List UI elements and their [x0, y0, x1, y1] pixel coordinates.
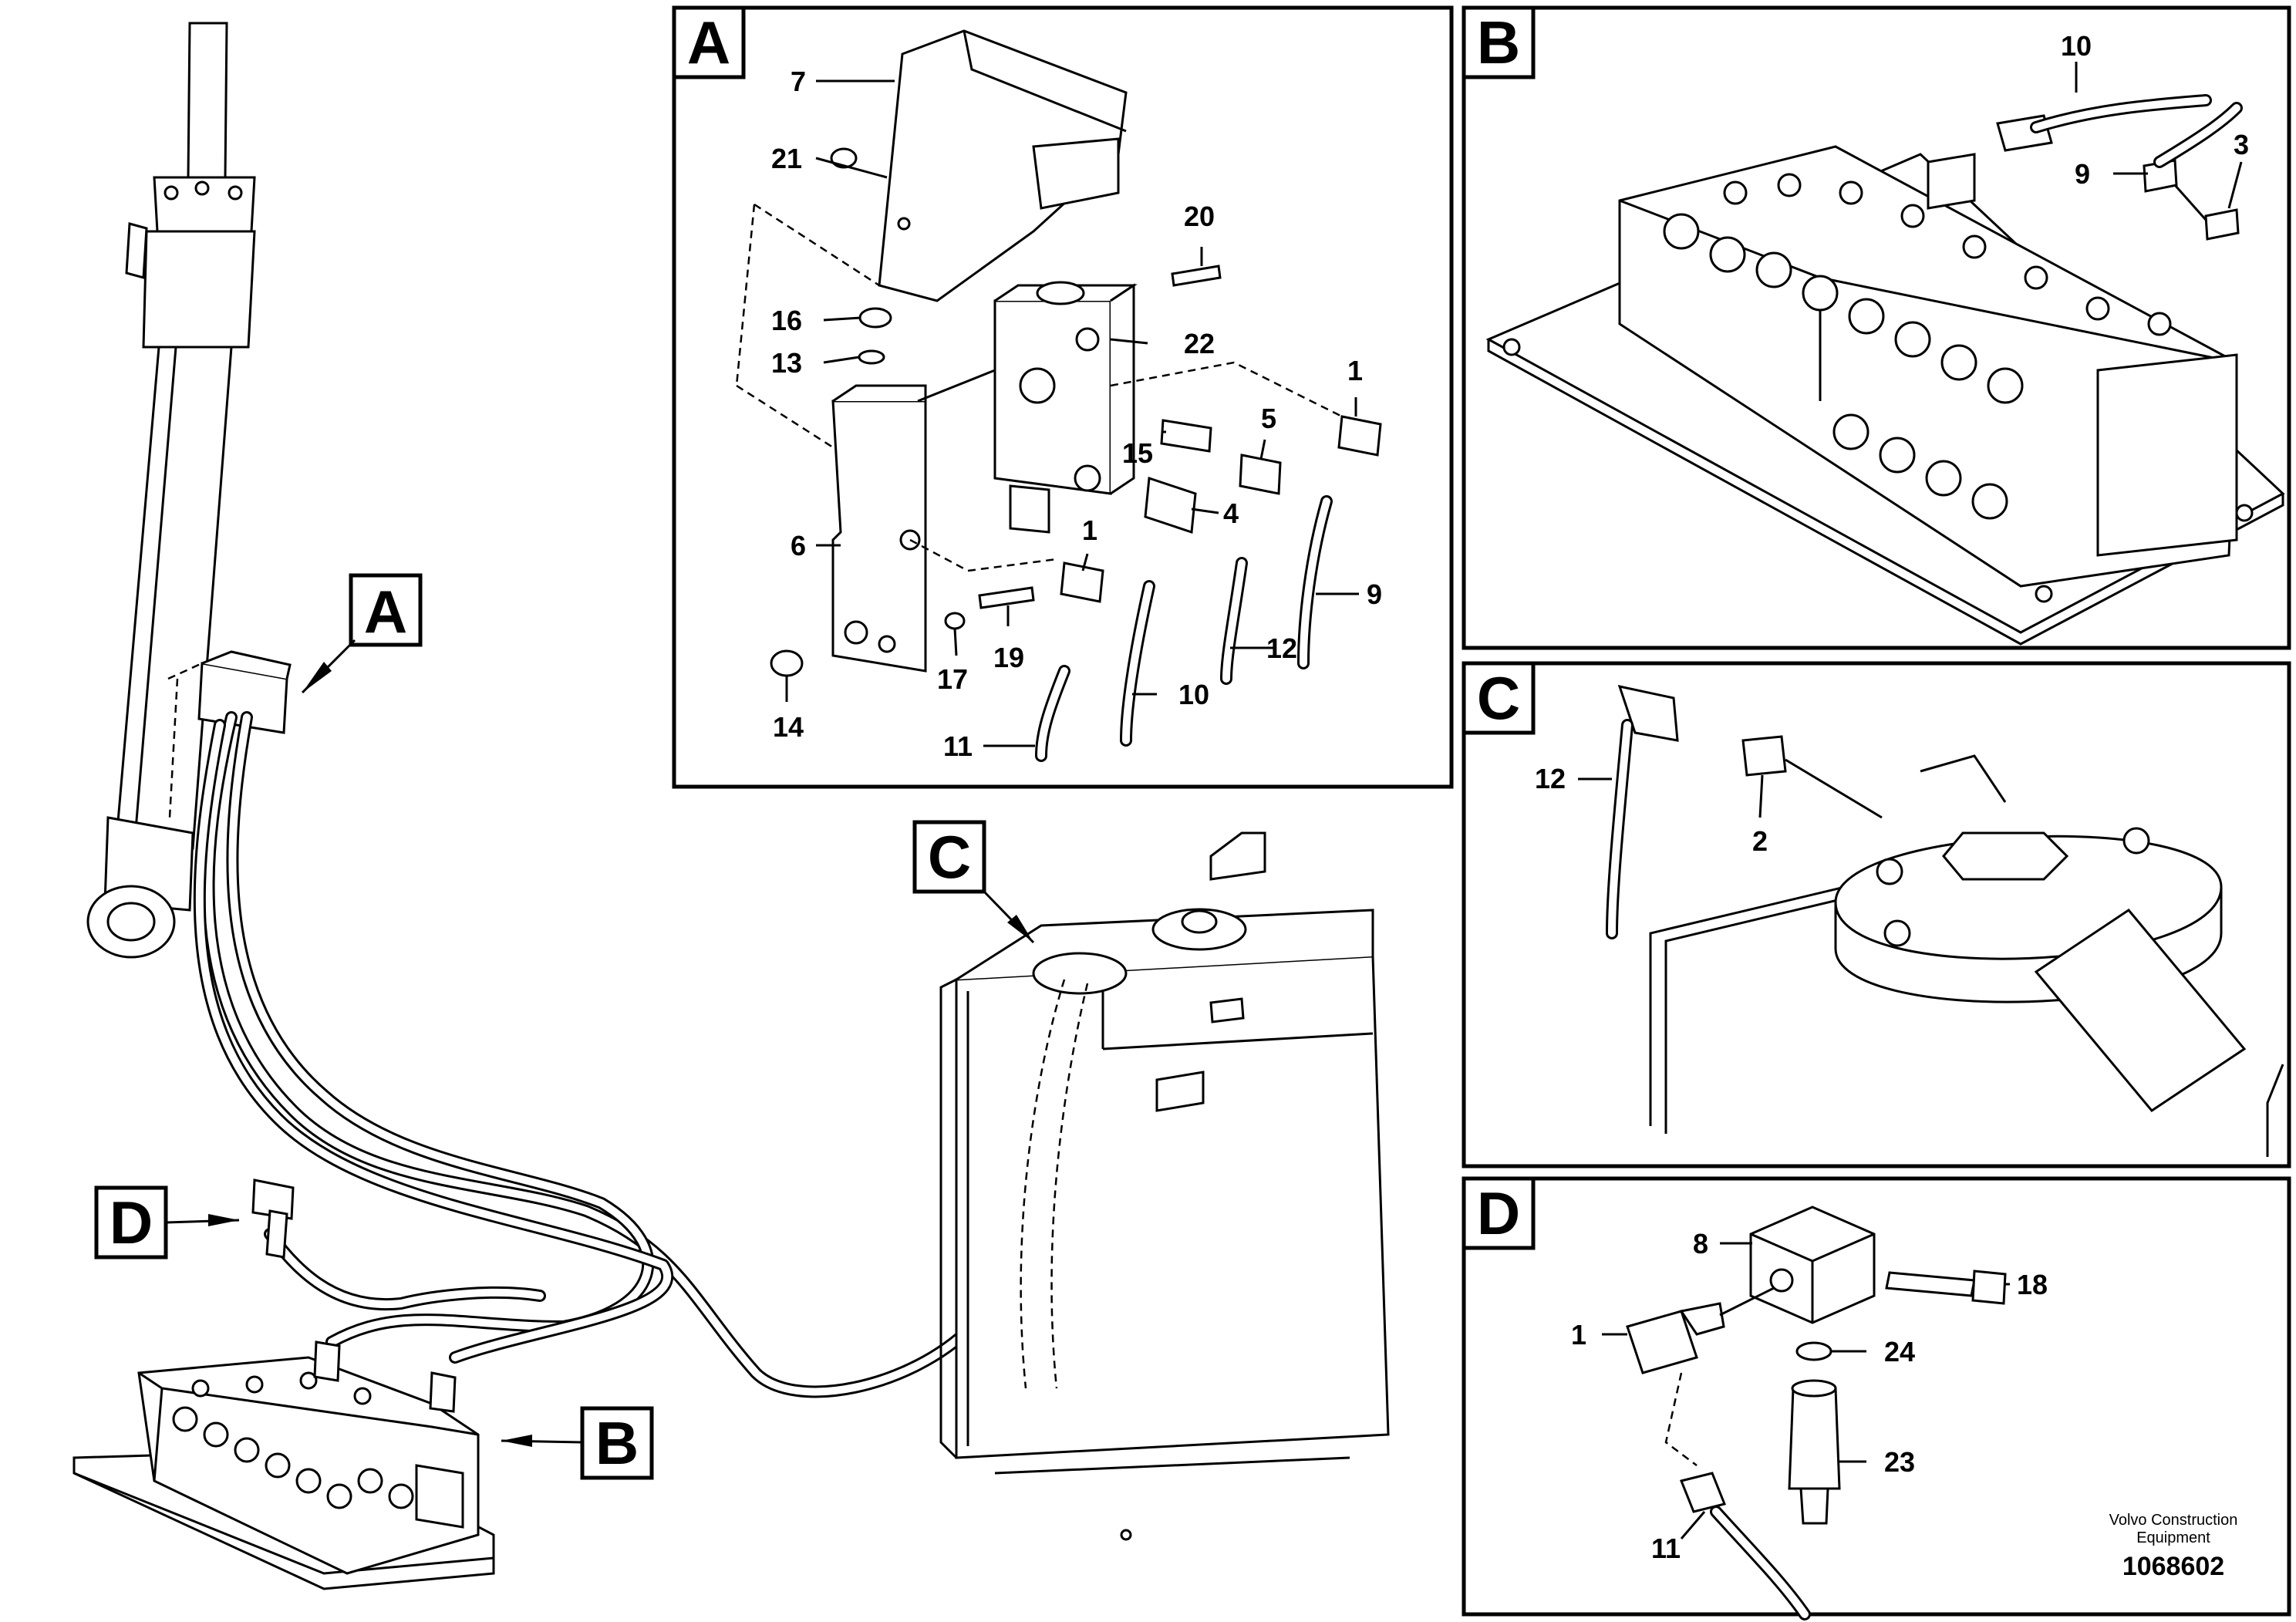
callout-views-A-labels-15: 17 — [937, 663, 968, 695]
callout-views-A-labels-4: 22 — [1184, 328, 1215, 359]
callout-views-D-labels-5: 11 — [1651, 1533, 1681, 1564]
callout-views-A-labels-3: 16 — [771, 305, 802, 336]
callout-overview_tags-C: C — [928, 823, 971, 891]
overview-hoses — [193, 711, 1070, 1398]
callout-views-A-labels-0: 7 — [791, 66, 806, 97]
callout-views-A-labels-2: 20 — [1184, 201, 1215, 232]
callout-views-A-labels-1: 21 — [771, 143, 802, 174]
callout-views-C-tag: C — [1477, 664, 1520, 732]
callout-views-D-labels-4: 23 — [1884, 1446, 1915, 1478]
callout-views-A-labels-8: 15 — [1122, 437, 1153, 469]
callout-views-B-labels-0: 10 — [2061, 30, 2092, 62]
overview-tag-C: C — [912, 820, 1035, 944]
callout-views-D-labels-0: 8 — [1693, 1228, 1708, 1259]
callout-overview_tags-A: A — [364, 578, 407, 646]
detail-view-B: B — [1462, 5, 2291, 650]
callout-views-A-labels-11: 1 — [1082, 514, 1097, 546]
credit-line-1: Volvo Construction — [2109, 1512, 2238, 1529]
detail-view-A: A — [672, 5, 1454, 789]
valve-spools — [1663, 173, 2172, 520]
callout-views-D-labels-1: 18 — [2017, 1269, 2048, 1300]
hydraulic-cylinder — [86, 22, 292, 959]
callout-views-B-labels-2: 9 — [2075, 158, 2090, 190]
callout-views-A-labels-14: 12 — [1266, 632, 1297, 664]
callout-views-A-labels-18: 11 — [943, 730, 973, 762]
control-valve — [72, 1340, 495, 1590]
callout-views-A-labels-16: 10 — [1178, 679, 1209, 710]
overview-tag-D: D — [94, 1185, 240, 1259]
callout-views-A-tag: A — [687, 8, 730, 76]
document-number: 1068602 — [2122, 1552, 2224, 1581]
callout-views-A-labels-13: 19 — [993, 642, 1024, 673]
callout-views-A-labels-5: 13 — [771, 347, 802, 379]
callout-views-B-tag: B — [1477, 8, 1520, 76]
callout-views-A-labels-9: 4 — [1223, 497, 1239, 529]
detail-view-D: D 8 18 1 24 23 11 — [1462, 1176, 2291, 1620]
callout-views-A-labels-7: 5 — [1261, 403, 1276, 434]
detail-view-C: C 12 2 — [1462, 661, 2291, 1168]
callout-views-D-labels-3: 24 — [1884, 1336, 1915, 1367]
overview-tag-B: B — [501, 1406, 654, 1480]
callout-views-B-labels-1: 3 — [2234, 129, 2249, 160]
callout-views-A-labels-17: 14 — [773, 711, 804, 743]
callout-views-C-labels-0: 12 — [1535, 763, 1566, 794]
callout-views-D-tag: D — [1477, 1179, 1520, 1247]
callout-views-A-labels-10: 6 — [791, 530, 806, 561]
callout-overview_tags-D: D — [110, 1189, 153, 1256]
callout-views-A-labels-12: 9 — [1367, 578, 1382, 610]
overview-tag-A: A — [301, 573, 423, 694]
callout-views-D-labels-2: 1 — [1571, 1319, 1586, 1351]
callout-views-C-labels-1: 2 — [1752, 825, 1768, 857]
credit-line-2: Equipment — [2136, 1529, 2210, 1546]
callout-views-A-labels-6: 1 — [1347, 355, 1363, 386]
callout-overview_tags-B: B — [595, 1409, 639, 1477]
hydraulic-tank — [939, 831, 1390, 1541]
